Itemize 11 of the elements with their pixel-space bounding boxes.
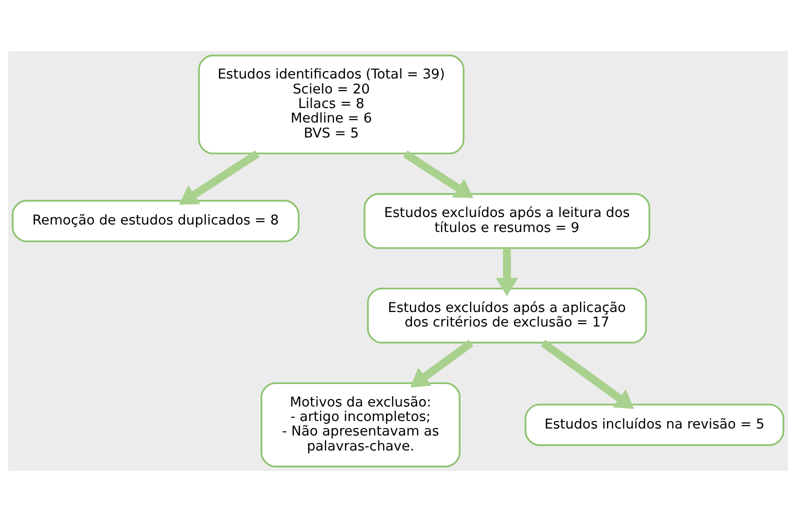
node-box: Remoção de estudos duplicados = 8 xyxy=(12,200,300,242)
arrow xyxy=(496,248,518,296)
node-box: Estudos incluídos na revisão = 5 xyxy=(524,404,784,446)
arrow xyxy=(179,150,260,205)
arrow xyxy=(410,340,474,388)
arrow xyxy=(403,150,474,198)
arrow xyxy=(540,340,634,409)
node-box: Estudos identificados (Total = 39) Scielo = 20 Lilacs = 8 Medline = 6 BVS = 5 xyxy=(198,54,464,154)
node-box: Motivos da exclusão: - artigo incompletos; - Não apresentavam as palavras-chave. xyxy=(260,382,460,468)
node-box: Estudos excluídos após a leitura dos títulos e resumos = 9 xyxy=(364,193,650,249)
node-box: Estudos excluídos após a aplicação dos critérios de exclusão = 17 xyxy=(367,288,647,344)
